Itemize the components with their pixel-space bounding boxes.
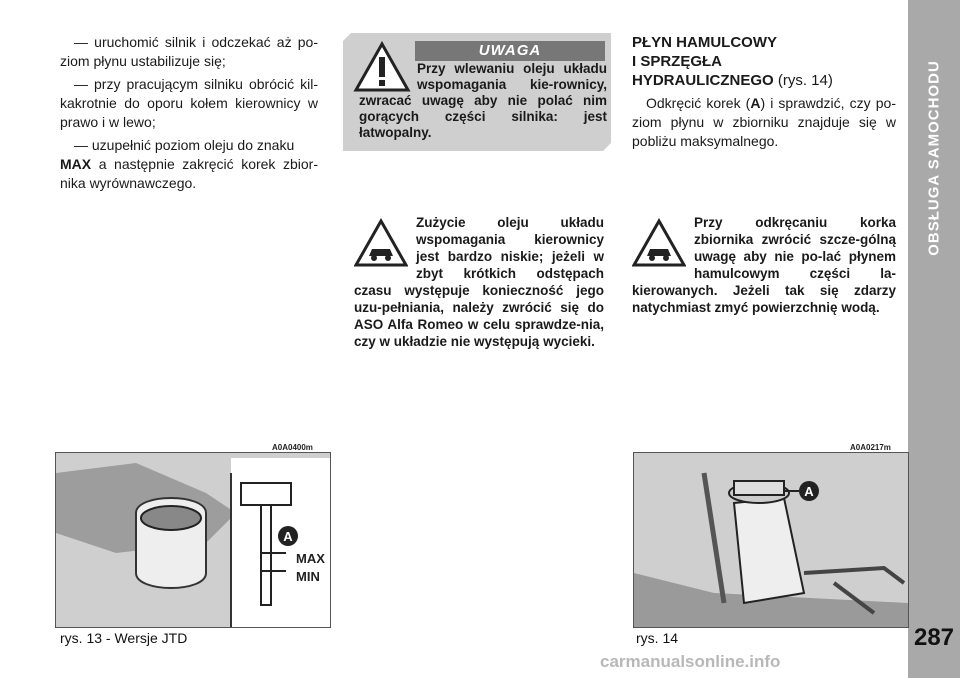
figure-13-caption: rys. 13 - Wersje JTD	[60, 630, 188, 646]
page-number: 287	[913, 624, 955, 651]
column-3: PŁYN HAMULCOWY I SPRZĘGŁA HYDRAULICZNEGO…	[632, 33, 896, 155]
figure-14-caption: rys. 14	[636, 630, 679, 646]
figure-13-code: A0A0400m	[272, 443, 313, 452]
note-power-steering-oil: Zużycie oleju układu wspomagania kierown…	[354, 215, 604, 349]
section-heading: PŁYN HAMULCOWY I SPRZĘGŁA HYDRAULICZNEGO…	[632, 34, 833, 89]
paragraph-1: — uruchomić silnik i odczekać aż po-ziom…	[60, 34, 318, 69]
figure-14-code: A0A0217m	[850, 443, 891, 452]
label-a: A	[283, 529, 293, 544]
label-max: MAX	[296, 551, 325, 566]
car-warning-icon	[354, 218, 408, 267]
sidebar: OBSŁUGA SAMOCHODU	[908, 0, 960, 678]
warning-box: UWAGA Przy wlewaniu oleju układu wspomag…	[343, 33, 611, 151]
warning-label: UWAGA	[415, 41, 605, 61]
car-warning-icon	[632, 218, 686, 267]
label-min: MIN	[296, 569, 320, 584]
brake-fluid-paragraph: Odkręcić korek (A) i sprawdzić, czy po-z…	[632, 95, 896, 149]
figure-13-image: A MAX MIN	[55, 452, 331, 628]
paragraph-2: — przy pracującym silniku obrócić kil-ka…	[60, 76, 318, 130]
note-brake-fluid: Przy odkręcaniu korka zbiornika zwrócić …	[632, 215, 896, 315]
warning-triangle-icon	[353, 41, 411, 92]
figure-14-image: A	[633, 452, 909, 628]
label-a: A	[804, 484, 814, 499]
column-1: — uruchomić silnik i odczekać aż po-ziom…	[60, 33, 318, 197]
warning-text: Przy wlewaniu oleju układu wspomagania k…	[359, 61, 607, 140]
watermark: carmanualsonline.info	[600, 652, 781, 671]
section-title: OBSŁUGA SAMOCHODU	[925, 60, 943, 256]
